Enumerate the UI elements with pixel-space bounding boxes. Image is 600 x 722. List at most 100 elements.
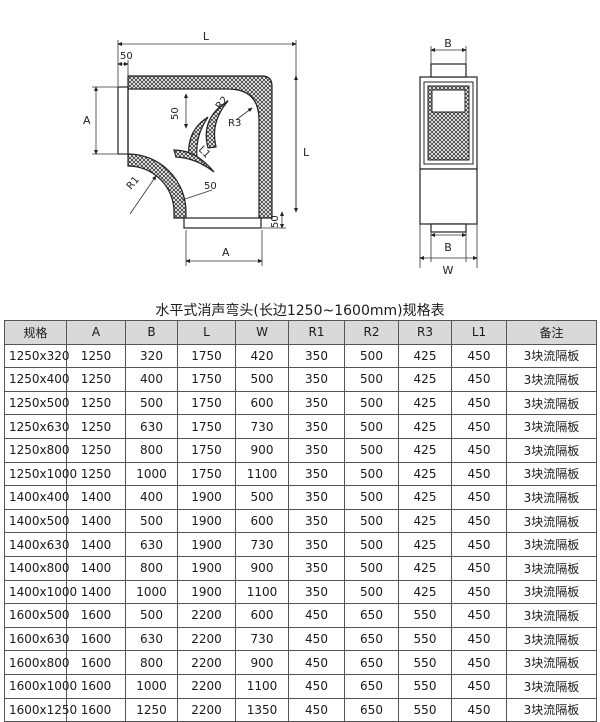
dim-B-bottom: B [444, 241, 452, 254]
table-cell: 350 [288, 555, 345, 581]
table-cell: 3块流隔板 [506, 579, 597, 605]
header-cell-r1: R1 [288, 320, 345, 345]
table-cell: 350 [288, 414, 345, 439]
table-cell: 500 [344, 485, 399, 510]
table-cell: 1100 [235, 579, 289, 605]
plan-view: L 50 A 50 R2 R3 L1 R1 50 L 50 A [83, 30, 310, 266]
table-cell: 450 [451, 555, 507, 581]
table-cell: 450 [288, 626, 345, 652]
table-cell: 320 [125, 343, 178, 369]
spec-cell: 1400x1000 [4, 579, 77, 605]
table-cell: 1400 [66, 532, 126, 557]
table-cell: 450 [451, 532, 507, 557]
table-cell: 500 [125, 390, 178, 416]
table-cell: 1250 [66, 414, 126, 439]
table-cell: 650 [344, 650, 399, 675]
table-cell: 1750 [177, 390, 236, 416]
table-cell: 1250 [66, 343, 126, 369]
spec-cell: 1600x1250 [4, 697, 77, 722]
table-cell: 500 [344, 555, 399, 581]
table-cell: 350 [288, 508, 345, 534]
table-cell: 425 [398, 508, 452, 534]
table-cell: 500 [344, 343, 399, 369]
table-cell: 3块流隔板 [506, 367, 597, 392]
table-cell: 450 [451, 367, 507, 392]
table-cell: 2200 [177, 650, 236, 675]
table-cell: 3块流隔板 [506, 508, 597, 534]
table-cell: 3块流隔板 [506, 626, 597, 652]
table-cell: 1900 [177, 532, 236, 557]
table-cell: 1250 [66, 390, 126, 416]
spec-cell: 1250x1000 [4, 461, 77, 487]
table-cell: 1000 [125, 461, 178, 487]
table-cell: 500 [235, 485, 289, 510]
table-cell: 1000 [125, 673, 178, 699]
spec-cell: 1250x800 [4, 437, 70, 463]
table-cell: 2200 [177, 673, 236, 699]
table-cell: 500 [344, 367, 399, 392]
table-cell: 450 [451, 343, 507, 369]
table-cell: 450 [451, 697, 507, 722]
table-cell: 450 [288, 673, 345, 699]
table-cell: 400 [125, 367, 178, 392]
table-cell: 3块流隔板 [506, 343, 597, 369]
table-cell: 1600 [66, 626, 126, 652]
table-cell: 730 [235, 532, 289, 557]
table-cell: 550 [398, 673, 452, 699]
table-cell: 500 [344, 579, 399, 605]
table-cell: 2200 [177, 603, 236, 628]
table-cell: 1600 [66, 697, 126, 722]
spec-cell: 1600x800 [4, 650, 70, 675]
header-cell-w: W [235, 320, 289, 345]
table-cell: 450 [288, 697, 345, 722]
table-cell: 1900 [177, 508, 236, 534]
table-cell: 350 [288, 485, 345, 510]
table-cell: 650 [344, 697, 399, 722]
table-cell: 500 [344, 437, 399, 463]
table-cell: 420 [235, 343, 289, 369]
table-cell: 1400 [66, 508, 126, 534]
spec-cell: 1600x500 [4, 603, 70, 628]
table-cell: 3块流隔板 [506, 437, 597, 463]
table-cell: 425 [398, 390, 452, 416]
table-cell: 730 [235, 414, 289, 439]
table-cell: 3块流隔板 [506, 414, 597, 439]
table-cell: 600 [235, 508, 289, 534]
table-cell: 425 [398, 579, 452, 605]
side-lower-box [419, 168, 478, 225]
side-top-collar [430, 63, 467, 78]
table-cell: 3块流隔板 [506, 603, 597, 628]
table-cell: 450 [451, 650, 507, 675]
dim-B-top: B [444, 37, 452, 50]
spec-cell: 1400x800 [4, 555, 70, 581]
table-cell: 350 [288, 390, 345, 416]
table-cell: 450 [451, 626, 507, 652]
table-cell: 800 [125, 650, 178, 675]
table-cell: 350 [288, 461, 345, 487]
table-cell: 1250 [66, 437, 126, 463]
table-cell: 1250 [66, 367, 126, 392]
table-cell: 450 [451, 508, 507, 534]
table-cell: 1750 [177, 414, 236, 439]
spec-cell: 1250x320 [4, 343, 70, 369]
table-cell: 730 [235, 626, 289, 652]
turning-vanes [173, 100, 229, 173]
header-cell-r2: R2 [344, 320, 399, 345]
header-row: 规格 A B L W R1 R2 R3 L1 备注 [4, 320, 597, 345]
outlet-collar [183, 217, 262, 229]
table-cell: 450 [451, 485, 507, 510]
table-cell: 450 [451, 603, 507, 628]
table-cell: 425 [398, 437, 452, 463]
table-cell: 1400 [66, 579, 126, 605]
table-cell: 1350 [235, 697, 289, 722]
table-cell: 1600 [66, 650, 126, 675]
